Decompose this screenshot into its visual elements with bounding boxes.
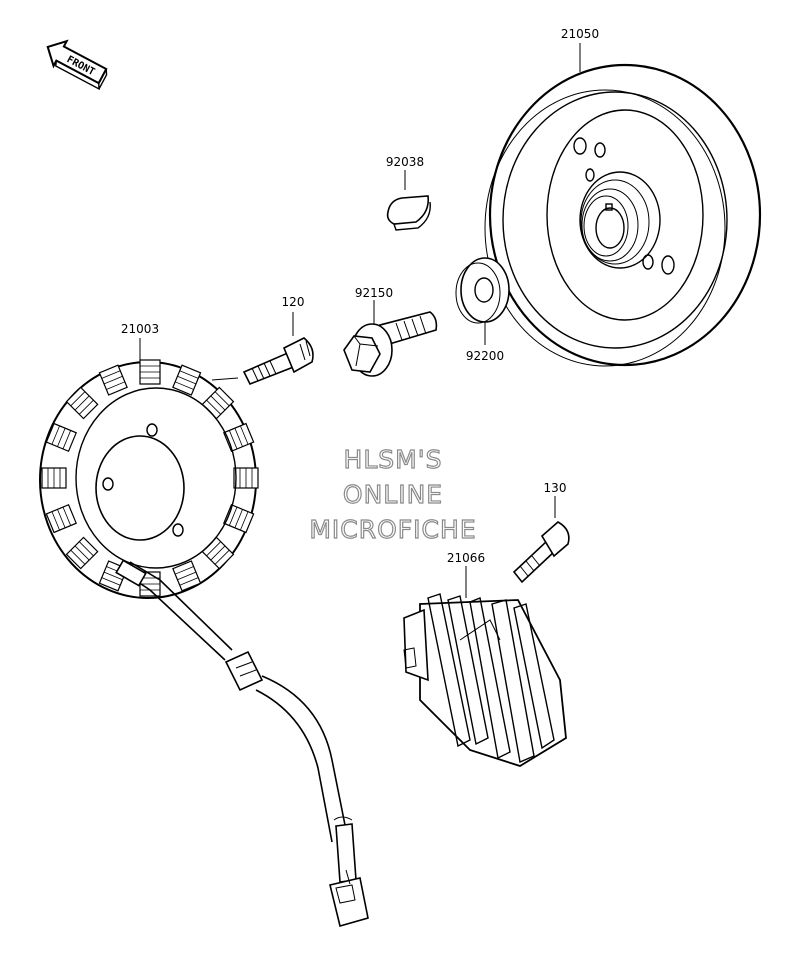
stator-winding-line	[103, 571, 123, 581]
part-number-flywheel: 21050	[561, 27, 599, 41]
part-number-woodruff-key: 92038	[386, 155, 424, 169]
part-number-regulator: 21066	[447, 551, 485, 565]
flywheel-rotor	[484, 63, 762, 367]
stator-winding-line	[57, 428, 66, 447]
woodruff-key	[386, 195, 431, 231]
stator-winding-line	[177, 375, 197, 385]
stator-winding-line	[74, 545, 90, 561]
stator-winding-line	[240, 425, 249, 445]
stator-winding-line	[106, 381, 125, 390]
stator-winding-line	[74, 395, 90, 411]
stator-coil	[39, 359, 259, 599]
stator-winding-line	[175, 381, 194, 390]
stator-winding-line	[101, 577, 121, 586]
stator-winding-line	[62, 430, 72, 450]
stator-winding-line	[206, 541, 222, 557]
stator-winding-line	[101, 370, 121, 379]
stator-winding-line	[70, 391, 86, 407]
stator-winding-line	[179, 577, 199, 586]
part-number-flange-bolt: 92150	[355, 286, 393, 300]
stator-winding-line	[206, 399, 222, 415]
part-number-stator: 21003	[121, 322, 159, 336]
stator-bolt	[242, 337, 314, 386]
flange-bolt	[343, 311, 438, 377]
stator-winding-line	[78, 399, 94, 415]
stator-winding-line	[228, 430, 238, 450]
stator-winding-line	[177, 571, 197, 581]
stator-winding-line	[62, 506, 72, 526]
stator-winding-line	[214, 391, 230, 407]
part-number-regulator-bolt: 130	[544, 481, 567, 495]
stator-winding-line	[51, 425, 60, 445]
regulator-rectifier	[403, 593, 567, 767]
watermark-line-1: HLSM'S	[344, 445, 443, 474]
stator-winding-line	[214, 549, 230, 565]
stator-winding-line	[57, 509, 66, 528]
stator-bolt-axis	[211, 377, 239, 381]
stator-winding-line	[70, 549, 86, 565]
stator-winding-line	[103, 375, 123, 385]
stator-winding-line	[234, 428, 243, 447]
part-number-washer: 92200	[466, 349, 504, 363]
stator-winding-line	[175, 566, 194, 575]
stator-winding-line	[78, 541, 94, 557]
stator-winding-line	[240, 511, 249, 531]
stator-winding-line	[179, 370, 199, 379]
stator-winding-line	[51, 511, 60, 531]
watermark: HLSM'S ONLINE MICROFICHE	[309, 444, 476, 544]
stator-winding-line	[210, 395, 226, 411]
part-number-stator-bolt: 120	[282, 295, 305, 309]
watermark-line-3: MICROFICHE	[309, 515, 476, 544]
stator-winding-line	[228, 506, 238, 526]
stator-winding-line	[234, 509, 243, 528]
regulator-bolt	[512, 521, 570, 584]
watermark-line-2: ONLINE	[343, 480, 443, 509]
washer	[455, 257, 510, 324]
front-arrow-icon: FRONT	[46, 39, 108, 91]
stator-wire-harness	[115, 559, 369, 927]
stator-winding-line	[210, 545, 226, 561]
